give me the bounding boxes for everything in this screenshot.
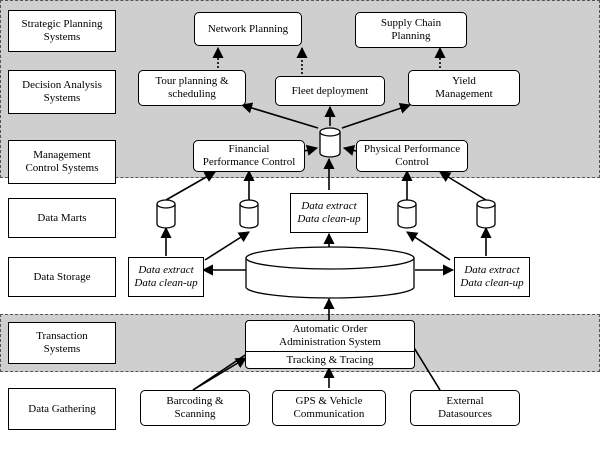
data-mart-cylinder-2 <box>239 199 259 229</box>
central-database-cylinder <box>319 127 341 158</box>
box-barcoding-scanning: Barcoding & Scanning <box>140 390 250 426</box>
box-yield-management: Yield Management <box>408 70 520 106</box>
data-mart-cylinder-3 <box>397 199 417 229</box>
data-storage-cylinder <box>245 246 415 299</box>
box-fleet-deployment: Fleet deployment <box>275 76 385 106</box>
layer-data-storage: Data Storage <box>8 257 116 297</box>
box-external-datasources: External Datasources <box>410 390 520 426</box>
box-gps-vehicle-communication: GPS & Vehicle Communication <box>272 390 386 426</box>
box-supply-chain-planning: Supply Chain Planning <box>355 12 467 48</box>
order-admin-label: Automatic Order Administration System <box>246 321 414 352</box>
data-mart-cylinder-1 <box>156 199 176 229</box>
layer-data-gathering: Data Gathering <box>8 388 116 430</box>
layer-data-marts: Data Marts <box>8 198 116 238</box>
layer-management-control: Management Control Systems <box>8 140 116 184</box>
box-physical-performance-control: Physical Performance Control <box>356 140 468 172</box>
layer-transaction-systems: Transaction Systems <box>8 322 116 364</box>
box-order-administration: Automatic Order Administration System Tr… <box>245 320 415 369</box>
box-data-extract-right: Data extract Data clean-up <box>454 257 530 297</box>
box-tour-planning: Tour planning & scheduling <box>138 70 246 106</box>
layer-decision-analysis: Decision Analysis Systems <box>8 70 116 114</box>
layer-strategic-planning: Strategic Planning Systems <box>8 10 116 52</box>
box-network-planning: Network Planning <box>194 12 302 46</box>
box-data-extract-left: Data extract Data clean-up <box>128 257 204 297</box>
box-data-extract-center: Data extract Data clean-up <box>290 193 368 233</box>
box-financial-performance-control: Financial Performance Control <box>193 140 305 172</box>
data-mart-cylinder-4 <box>476 199 496 229</box>
tracking-label: Tracking & Tracing <box>286 353 374 366</box>
